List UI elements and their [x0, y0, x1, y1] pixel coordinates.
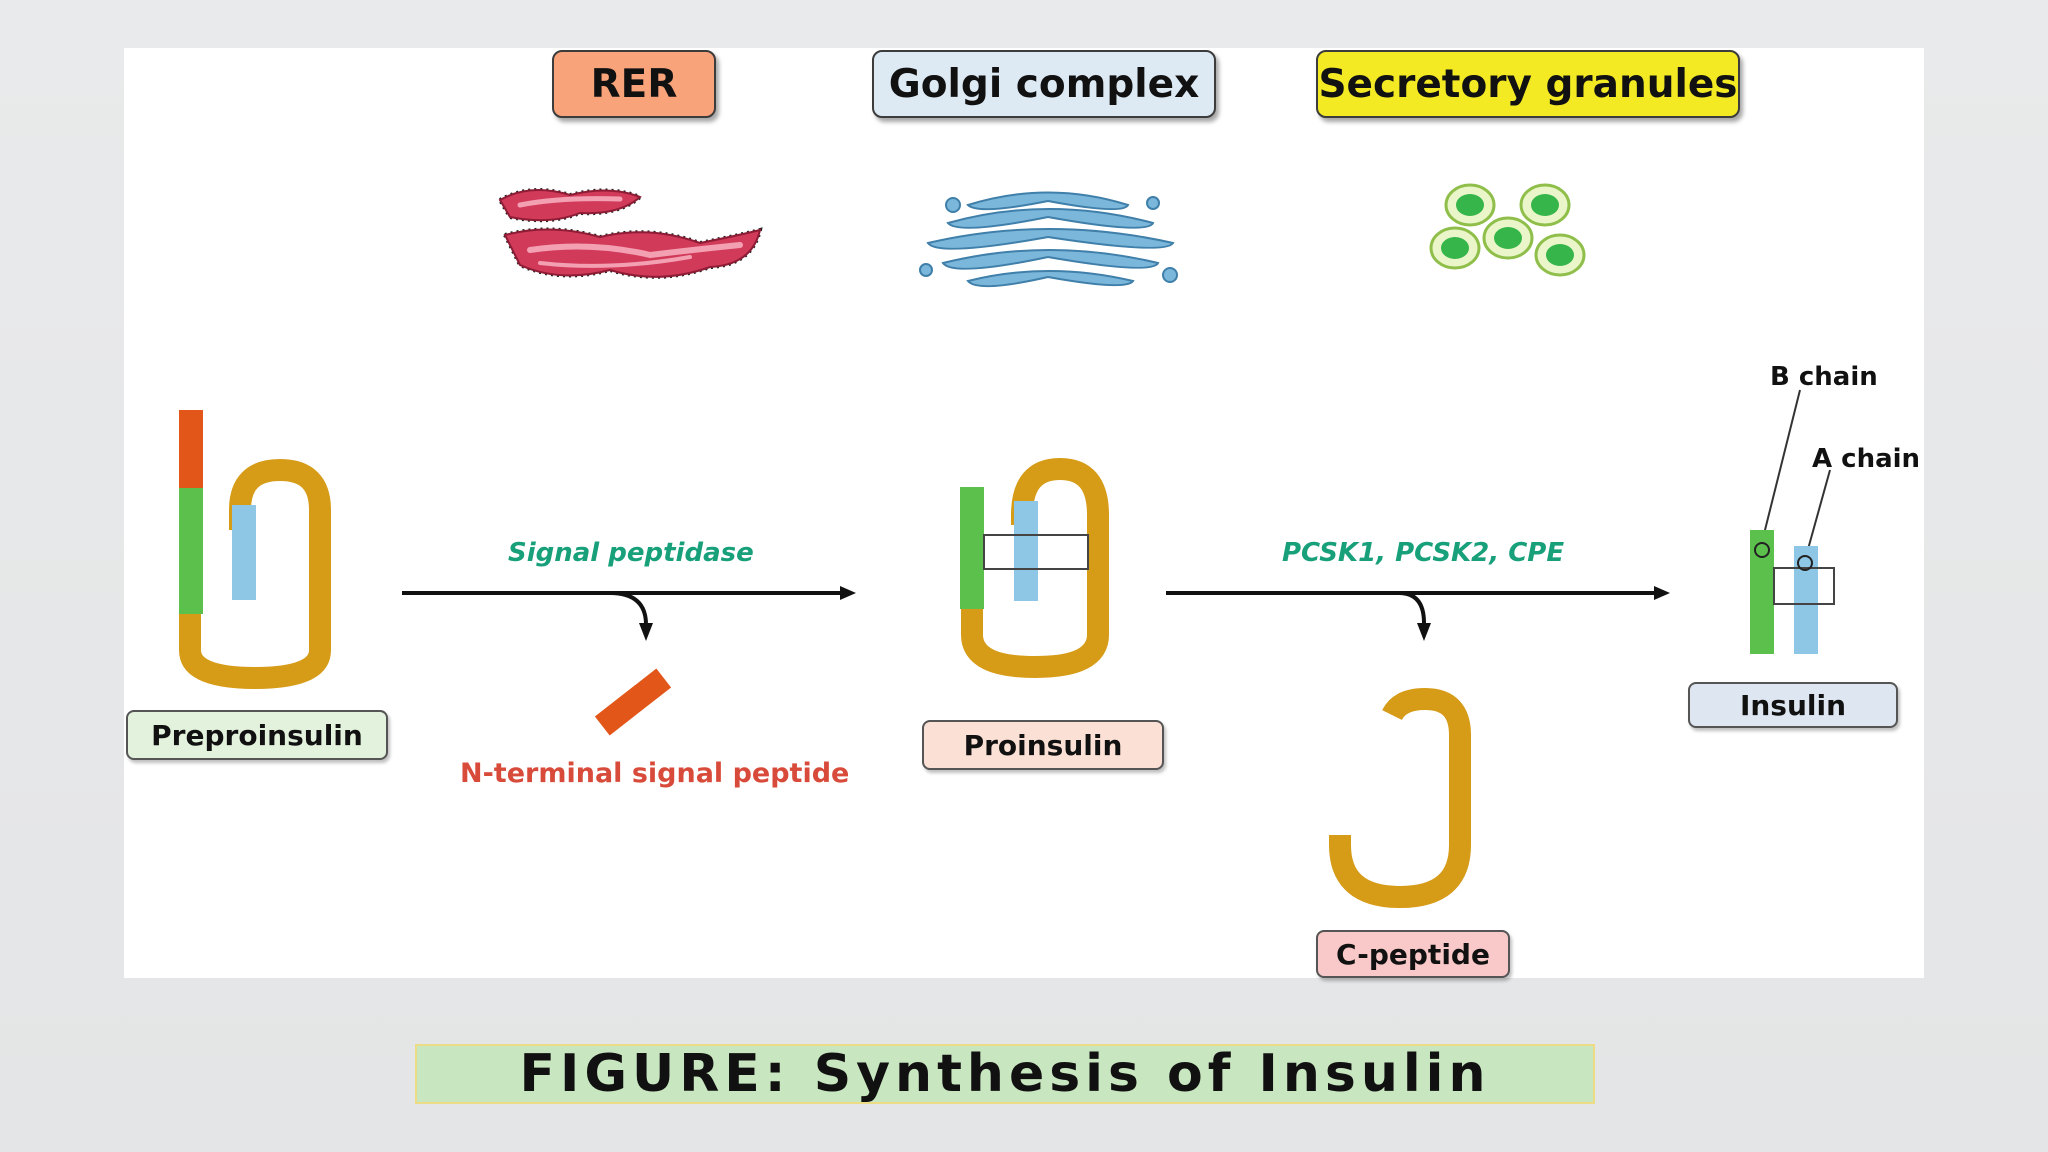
arrow-step-1 [402, 586, 856, 641]
proinsulin-molecule-icon [960, 457, 1109, 679]
insulin-label: Insulin [1688, 682, 1898, 728]
enzyme-signal-peptidase: Signal peptidase [508, 538, 754, 568]
preproinsulin-molecule-icon [179, 410, 331, 690]
stage-rer: RER [552, 50, 716, 118]
signal-peptide-fragment-icon [594, 668, 672, 736]
arrow-step-2 [1166, 586, 1670, 641]
c-peptide-molecule-icon [1329, 687, 1471, 909]
stage-secretory-granules: Secretory granules [1316, 50, 1740, 118]
c-peptide-label: C-peptide [1316, 930, 1510, 978]
stage-golgi-complex: Golgi complex [872, 50, 1216, 118]
preproinsulin-label: Preproinsulin [126, 710, 388, 760]
b-chain-label: B chain [1770, 362, 1878, 392]
enzyme-pcsk1-pcsk2-cpe: PCSK1, PCSK2, CPE [1282, 538, 1565, 568]
rer-organelle-icon [497, 188, 763, 279]
figure-caption: FIGURE: Synthesis of Insulin [415, 1044, 1595, 1104]
a-chain-label: A chain [1812, 444, 1921, 474]
secretory-granules-icon [1429, 183, 1586, 277]
insulin-molecule-icon [1750, 389, 1835, 654]
golgi-apparatus-icon [919, 191, 1178, 288]
proinsulin-label: Proinsulin [922, 720, 1164, 770]
n-terminal-signal-peptide-label: N-terminal signal peptide [460, 758, 850, 789]
